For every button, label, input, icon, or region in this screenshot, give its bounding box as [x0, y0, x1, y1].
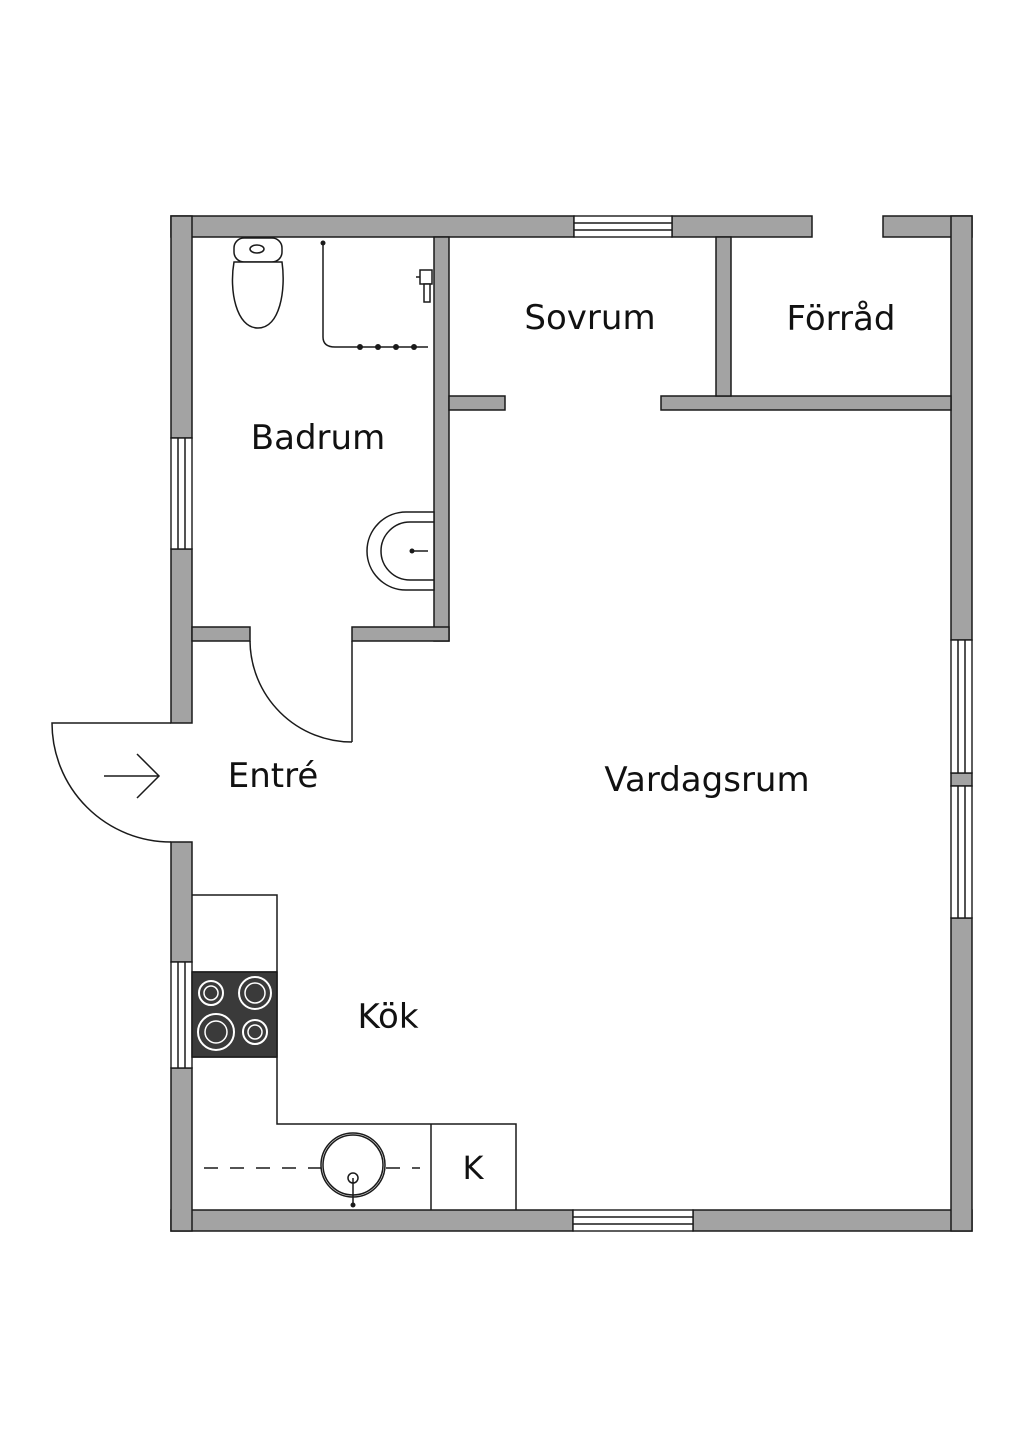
room-label-entre: Entré	[228, 756, 319, 796]
room-labels: Badrum Sovrum Förråd Entré Vardagsrum Kö…	[228, 298, 896, 1187]
toilet-icon	[231, 237, 284, 329]
kitchen-sink-icon	[204, 1132, 420, 1208]
window-left-kitchen	[170, 961, 193, 1069]
room-label-vardagsrum: Vardagsrum	[604, 760, 809, 800]
windows	[170, 215, 973, 1232]
doors	[51, 640, 353, 843]
window-right-lower	[950, 785, 973, 919]
washbasin-icon	[366, 511, 435, 591]
stove-icon	[191, 971, 278, 1058]
shower-icon	[320, 240, 433, 350]
bathroom-fixtures	[231, 237, 435, 591]
fridge-label: K	[463, 1149, 485, 1187]
window-bottom	[572, 1209, 694, 1232]
window-right-upper	[950, 639, 973, 774]
room-label-badrum: Badrum	[251, 418, 385, 458]
entrance-door	[51, 722, 172, 843]
bathroom-door	[249, 640, 353, 743]
room-label-forrad: Förråd	[787, 299, 896, 339]
room-label-kok: Kök	[357, 997, 418, 1037]
room-label-sovrum: Sovrum	[524, 298, 655, 338]
entrance-arrow-icon	[104, 753, 161, 799]
window-left-bathroom	[170, 437, 193, 550]
outer-walls	[170, 215, 973, 1232]
window-top	[573, 215, 673, 238]
interior-walls	[191, 236, 952, 642]
